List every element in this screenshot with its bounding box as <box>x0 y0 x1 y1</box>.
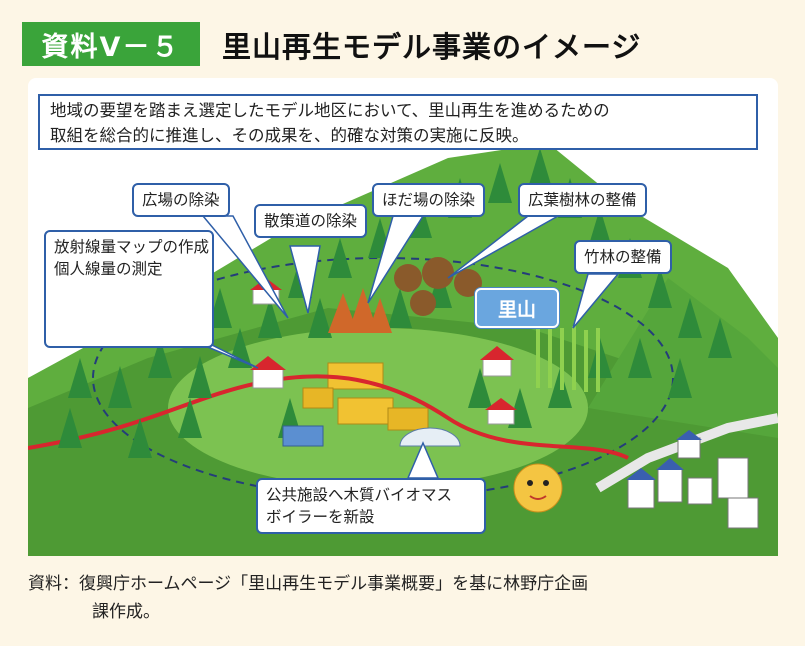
figure-title: 里山再生モデル事業のイメージ <box>222 30 642 64</box>
callout-pointers <box>177 215 620 479</box>
rice-fields <box>302 362 429 431</box>
callout-biomass-line-1: 公共施設へ木質バイオマス <box>266 486 453 504</box>
public-facility <box>399 427 461 447</box>
summary-line-2: 取組を総合的に推進し、その成果を、的確な対策の実施に反映。 <box>50 126 529 145</box>
broadleaf-trees <box>394 257 482 316</box>
callout-bamboo-forest: 竹林の整備 <box>574 240 672 274</box>
callout-hodaba-decontamination: ほだ場の除染 <box>372 183 486 217</box>
callout-dose-map-line-1: 放射線量マップの作成 <box>54 238 210 256</box>
barn <box>282 425 324 447</box>
callout-broadleaf-forest: 広葉樹林の整備 <box>518 183 647 217</box>
model-area-boundary <box>92 257 674 499</box>
callout-dose-map-line-2: 個人線量の測定 <box>54 260 163 278</box>
figure-number-badge: 資料Ⅴ－５ <box>22 22 200 66</box>
callout-walkway-decontamination: 散策道の除染 <box>254 204 368 238</box>
source-line-2: 課作成。 <box>92 602 160 622</box>
bamboo-grove <box>536 323 600 392</box>
log-stacks <box>328 288 392 333</box>
satoyama-label: 里山 <box>475 288 559 328</box>
mountain-right <box>588 278 778 438</box>
callout-plaza-decontamination: 広場の除染 <box>132 183 230 217</box>
red-road <box>28 374 629 460</box>
callout-biomass-line-2: ボイラーを新設 <box>266 508 375 526</box>
summary-box: 地域の要望を踏まえ選定したモデル地区において、里山再生を進めるための 取組を総合… <box>38 94 758 150</box>
town-roofs <box>626 430 702 480</box>
source-line-1: 資料：復興庁ホームページ「里山再生モデル事業概要」を基に林野庁企画 <box>28 574 589 594</box>
source-note: 資料：復興庁ホームページ「里山再生モデル事業概要」を基に林野庁企画 課作成。 <box>28 570 588 626</box>
guide-character <box>513 463 563 513</box>
callout-biomass-boiler: 公共施設へ木質バイオマス ボイラーを新設 <box>256 478 486 534</box>
callout-dose-map: 放射線量マップの作成 個人線量の測定 <box>44 230 214 348</box>
summary-line-1: 地域の要望を踏まえ選定したモデル地区において、里山再生を進めるための <box>50 101 610 120</box>
town-buildings <box>627 437 759 529</box>
